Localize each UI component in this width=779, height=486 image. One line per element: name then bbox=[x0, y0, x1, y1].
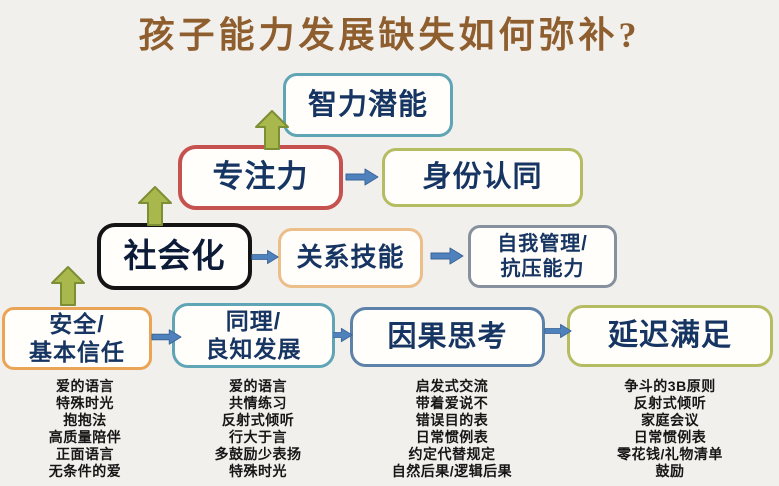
box-socialization: 社会化 bbox=[97, 223, 252, 290]
list-item: 争斗的3B原则 bbox=[624, 378, 716, 394]
list-item: 特殊时光 bbox=[56, 395, 114, 411]
right-arrow-icon bbox=[544, 323, 572, 338]
box-focus: 专注力 bbox=[178, 145, 343, 210]
box-relationship-skills: 关系技能 bbox=[278, 228, 423, 288]
box-label: 关系技能 bbox=[296, 242, 405, 273]
list-item: 带着爱说不 bbox=[415, 395, 489, 411]
list-item: 特殊时光 bbox=[229, 463, 287, 479]
box-self-management: 自我管理/ 抗压能力 bbox=[468, 225, 617, 288]
method-list-causal: 启发式交流 带着爱说不 错误目的表 日常惯例表 约定代替规定 自然后果/逻辑后果 bbox=[358, 378, 546, 480]
box-label: 专注力 bbox=[212, 159, 309, 195]
right-arrow-icon bbox=[430, 247, 464, 265]
right-arrow-icon bbox=[345, 168, 379, 186]
list-item: 正面语言 bbox=[56, 446, 114, 462]
list-item: 共情练习 bbox=[229, 395, 287, 411]
method-list-delay: 争斗的3B原则 反射式倾听 家庭会议 日常惯例表 零花钱/礼物清单 鼓励 bbox=[574, 378, 766, 480]
list-item: 约定代替规定 bbox=[408, 446, 496, 462]
up-arrow-icon bbox=[138, 186, 172, 226]
list-item: 反射式倾听 bbox=[633, 395, 707, 411]
list-item: 零花钱/礼物清单 bbox=[617, 446, 723, 462]
box-delayed-gratification: 延迟满足 bbox=[567, 305, 773, 367]
up-arrow-icon bbox=[51, 266, 85, 306]
box-label: 延迟满足 bbox=[608, 319, 732, 353]
box-identity: 身份认同 bbox=[382, 148, 583, 207]
box-label: 社会化 bbox=[123, 237, 226, 275]
box-label-line1: 安全/ bbox=[49, 310, 105, 337]
list-item: 反射式倾听 bbox=[221, 412, 295, 428]
list-item: 爱的语言 bbox=[229, 378, 287, 394]
list-item: 日常惯例表 bbox=[415, 429, 489, 445]
list-item: 鼓励 bbox=[655, 463, 685, 479]
list-item: 行大于言 bbox=[229, 429, 287, 445]
method-list-safety: 爱的语言 特殊时光 抱抱法 高质量陪伴 正面语言 无条件的爱 bbox=[0, 378, 170, 480]
right-arrow-icon bbox=[333, 327, 353, 343]
box-label: 身份认同 bbox=[422, 161, 543, 194]
list-item: 自然后果/逻辑后果 bbox=[391, 463, 513, 479]
page-title: 孩子能力发展缺失如何弥补? bbox=[138, 15, 641, 55]
list-item: 抱抱法 bbox=[63, 412, 107, 428]
list-item: 无条件的爱 bbox=[48, 463, 122, 479]
list-item: 日常惯例表 bbox=[633, 429, 707, 445]
box-label: 智力潜能 bbox=[307, 88, 428, 121]
up-arrow-icon bbox=[255, 110, 289, 150]
list-item: 爱的语言 bbox=[56, 378, 114, 394]
right-arrow-icon bbox=[151, 329, 182, 345]
box-label-line2: 基本信任 bbox=[29, 338, 125, 365]
box-label-line1: 自我管理/ bbox=[497, 232, 588, 255]
box-label-line2: 良知发展 bbox=[205, 335, 302, 362]
box-intellectual-potential: 智力潜能 bbox=[283, 73, 453, 137]
right-arrow-icon bbox=[251, 250, 279, 265]
list-item: 多鼓励少表扬 bbox=[214, 446, 302, 462]
list-item: 启发式交流 bbox=[415, 378, 489, 394]
box-label: 因果思考 bbox=[387, 320, 508, 353]
method-list-empathy: 爱的语言 共情练习 反射式倾听 行大于言 多鼓励少表扬 特殊时光 bbox=[173, 378, 343, 480]
box-empathy-conscience: 同理/ 良知发展 bbox=[172, 303, 335, 368]
box-label-line1: 同理/ bbox=[225, 307, 282, 334]
box-causal-thinking: 因果思考 bbox=[350, 307, 545, 367]
box-safety-basic-trust: 安全/ 基本信任 bbox=[2, 307, 152, 370]
list-item: 错误目的表 bbox=[415, 412, 489, 428]
list-item: 高质量陪伴 bbox=[48, 429, 122, 445]
box-label-line2: 抗压能力 bbox=[500, 257, 585, 280]
list-item: 家庭会议 bbox=[641, 412, 699, 428]
